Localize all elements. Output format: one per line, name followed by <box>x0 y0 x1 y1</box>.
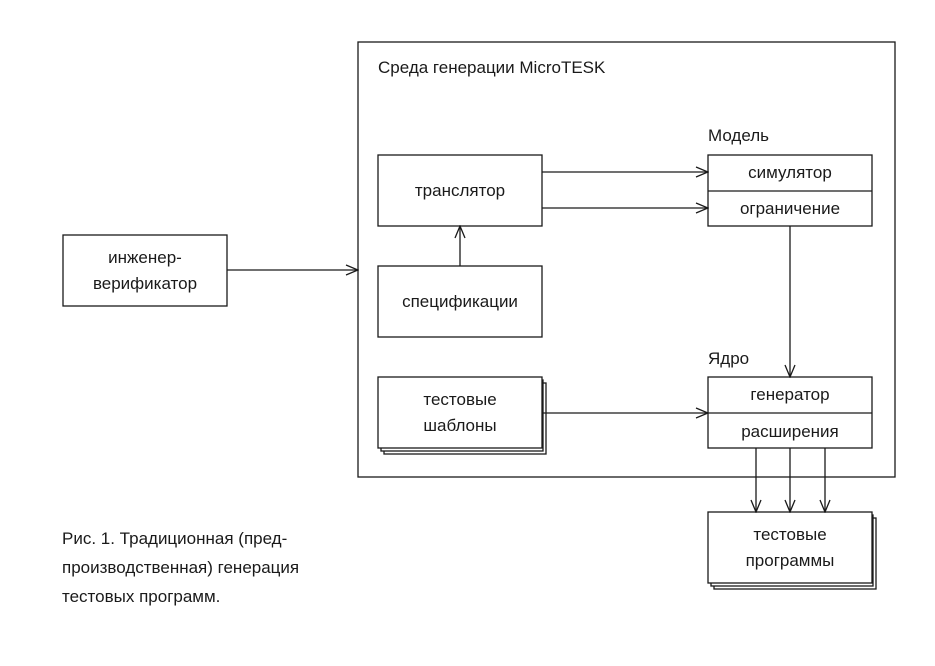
model-title: Модель <box>708 126 769 145</box>
caption-line-2: производственная) генерация <box>62 558 300 577</box>
model-group: Модель симулятор ограничение <box>707 126 873 227</box>
core-group: Ядро генератор расширения <box>707 349 873 449</box>
test-templates-box: тестовые шаблоны <box>377 376 547 455</box>
caption-line-1: Рис. 1. Традиционная (пред- <box>62 529 288 548</box>
test-programs-box: тестовые программы <box>707 511 877 590</box>
core-extensions-label: расширения <box>741 422 839 441</box>
specifications-label: спецификации <box>402 292 518 311</box>
test-programs-label-line1: тестовые <box>753 525 826 544</box>
translator-label: транслятор <box>415 181 505 200</box>
model-constraint-label: ограничение <box>740 199 840 218</box>
core-title: Ядро <box>708 349 749 368</box>
test-templates-label-line2: шаблоны <box>423 416 496 435</box>
test-templates-label-line1: тестовые <box>423 390 496 409</box>
model-simulator-label: симулятор <box>748 163 832 182</box>
engineer-label-line1: инженер- <box>108 248 182 267</box>
engineer-label-line2: верификатор <box>93 274 197 293</box>
translator-box: транслятор <box>377 154 543 227</box>
environment-title: Среда генерации MicroTESK <box>378 58 606 77</box>
caption-line-3: тестовых программ. <box>62 587 221 606</box>
figure-caption: Рис. 1. Традиционная (пред- производстве… <box>62 524 382 611</box>
test-programs-label-line2: программы <box>746 551 835 570</box>
engineer-box: инженер- верификатор <box>62 234 228 307</box>
core-generator-label: генератор <box>750 385 829 404</box>
specifications-box: спецификации <box>377 265 543 338</box>
